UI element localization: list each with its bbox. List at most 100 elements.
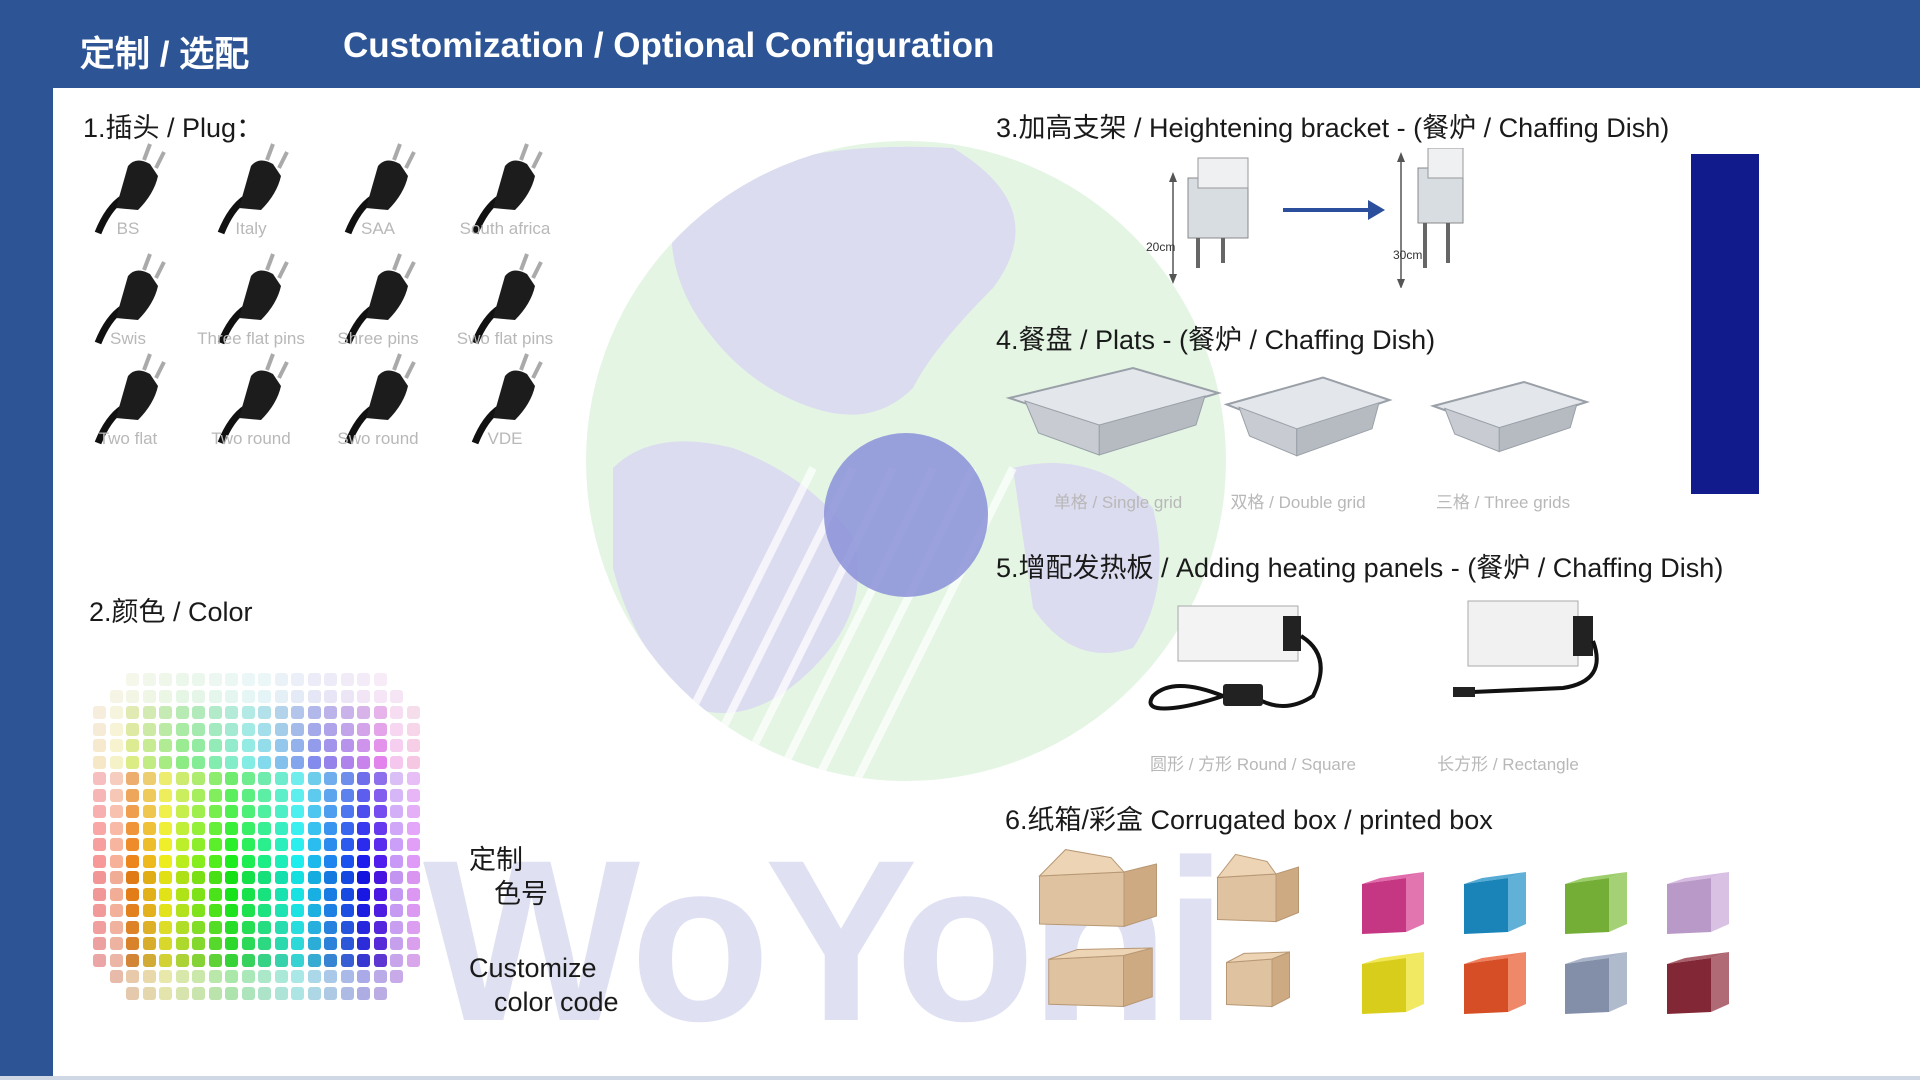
- color-swatch: [142, 821, 156, 835]
- color-swatch: [241, 788, 255, 802]
- color-swatch: [225, 887, 238, 901]
- color-swatch: [274, 838, 288, 851]
- color-swatch: [406, 722, 420, 736]
- color-swatch: [307, 821, 321, 835]
- printed-box-icon: [1362, 872, 1424, 934]
- color-swatch: [340, 722, 354, 736]
- printed-box-icon: [1464, 872, 1526, 934]
- header-title-en: Customization / Optional Configuration: [343, 26, 995, 65]
- color-swatch: [159, 937, 172, 950]
- color-swatch: [373, 854, 387, 868]
- color-swatch: [390, 739, 403, 752]
- color-swatch: [258, 838, 271, 851]
- color-swatch: [324, 854, 337, 868]
- color-swatch: [406, 755, 420, 769]
- heating-panel-round-icon: [1148, 605, 1323, 711]
- color-swatch: [357, 920, 370, 934]
- color-swatch: [291, 805, 304, 818]
- color-swatch: [225, 871, 238, 884]
- color-swatch: [208, 904, 222, 917]
- color-swatch: [373, 887, 387, 901]
- color-swatch: [208, 722, 222, 736]
- plug-label: Italy: [235, 219, 267, 238]
- color-swatch: [225, 673, 238, 686]
- color-swatch: [93, 706, 106, 719]
- color-swatch: [225, 772, 238, 785]
- color-swatch: [142, 871, 156, 884]
- color-swatch: [291, 986, 304, 1000]
- plug-two-flat-icon: [94, 353, 166, 445]
- color-swatch: [406, 772, 420, 785]
- color-swatch: [390, 706, 403, 719]
- color-swatch: [208, 887, 222, 901]
- color-swatch: [225, 689, 238, 703]
- color-swatch: [373, 673, 387, 686]
- color-swatch: [175, 838, 189, 851]
- color-swatch: [241, 953, 255, 967]
- color-swatch: [159, 854, 172, 868]
- corrugated-box-icon: [1048, 947, 1153, 1008]
- color-swatch: [357, 986, 370, 1000]
- custom-color-cn-line2: 色号: [494, 879, 548, 909]
- color-swatch: [324, 706, 337, 719]
- color-swatch: [357, 805, 370, 818]
- color-swatch: [175, 920, 189, 934]
- color-swatch: [373, 772, 387, 785]
- color-swatch: [324, 937, 337, 950]
- color-swatch: [159, 772, 172, 785]
- color-swatch: [159, 871, 172, 884]
- color-swatch: [340, 805, 354, 818]
- color-swatch: [291, 739, 304, 752]
- color-swatch: [225, 904, 238, 917]
- color-swatch: [142, 970, 156, 983]
- corrugated-box-icon: [1226, 951, 1290, 1008]
- color-swatch: [142, 887, 156, 901]
- color-swatch: [126, 772, 139, 785]
- color-swatch: [109, 887, 123, 901]
- color-swatch: [208, 871, 222, 884]
- color-swatch: [340, 673, 354, 686]
- color-swatch: [225, 953, 238, 967]
- plug-vde-icon: [471, 353, 543, 445]
- color-swatch: [241, 920, 255, 934]
- color-swatch: [340, 689, 354, 703]
- plug-label: SAA: [360, 219, 396, 238]
- color-swatch: [109, 722, 123, 736]
- corrugated-box-icon: [1038, 849, 1157, 928]
- color-swatch: [291, 953, 304, 967]
- color-swatch: [126, 970, 139, 983]
- color-swatch: [241, 854, 255, 868]
- plug-swis-icon: [94, 253, 166, 345]
- color-swatch: [109, 821, 123, 835]
- color-swatch: [93, 937, 106, 950]
- color-swatch: [258, 937, 271, 950]
- color-swatch: [192, 953, 205, 967]
- color-swatch: [258, 986, 271, 1000]
- bracket-height-from: 20cm: [1146, 240, 1176, 254]
- color-swatch: [175, 772, 189, 785]
- color-swatch: [291, 689, 304, 703]
- plug-section-title: 1.插头 / Plug：: [83, 113, 264, 143]
- printed-box-icon: [1362, 952, 1424, 1014]
- color-swatch: [192, 854, 205, 868]
- color-swatch: [258, 755, 271, 769]
- color-swatch: [241, 739, 255, 752]
- plug-label: Swis: [110, 329, 146, 348]
- color-swatch: [208, 755, 222, 769]
- color-swatch: [225, 821, 238, 835]
- color-swatch: [258, 887, 271, 901]
- color-swatch: [159, 904, 172, 917]
- color-swatch: [291, 673, 304, 686]
- color-swatch: [307, 772, 321, 785]
- color-swatch: [225, 722, 238, 736]
- color-swatch: [274, 953, 288, 967]
- bracket-section-title: 3.加高支架 / Heightening bracket - (餐炉 / Cha…: [996, 113, 1670, 143]
- header-bar: 定制 / 选配 Customization / Optional Configu…: [0, 0, 1920, 88]
- color-swatch: [93, 821, 106, 835]
- color-swatch: [109, 838, 123, 851]
- color-swatch: [126, 689, 139, 703]
- color-swatch: [307, 755, 321, 769]
- color-swatch: [175, 854, 189, 868]
- color-swatch: [373, 805, 387, 818]
- color-swatch: [307, 838, 321, 851]
